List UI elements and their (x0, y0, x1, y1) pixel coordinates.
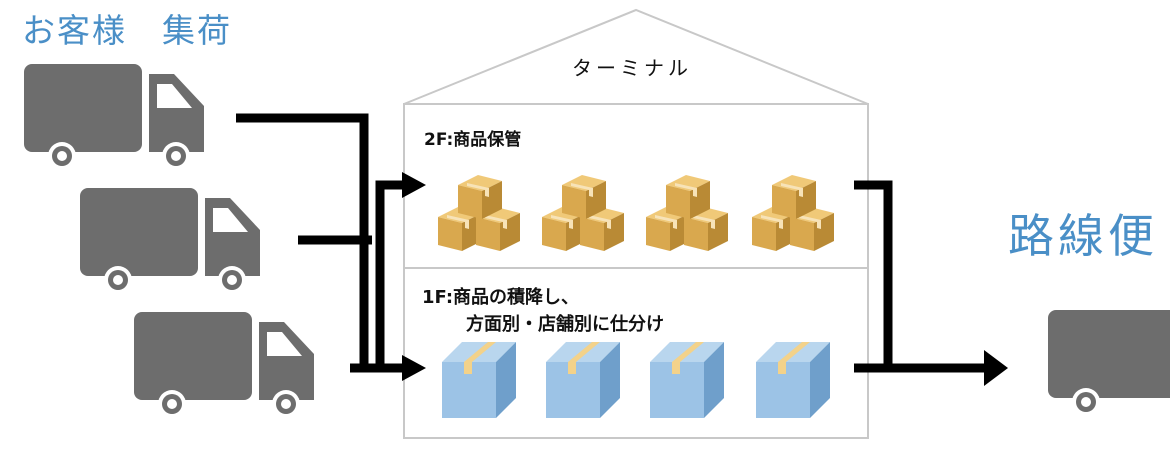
blue-parcel-icon (442, 342, 516, 418)
terminal-building (403, 8, 869, 439)
floor1-label-line2: 方面別・店舗別に仕分け (466, 314, 664, 335)
arrow-right-icon (402, 355, 426, 381)
arrow-icon (236, 113, 408, 373)
truck-icon (24, 64, 204, 170)
floor2-label: 2F:商品保管 (424, 130, 522, 150)
blue-parcel-icon (650, 342, 724, 418)
arrow-icon (854, 180, 985, 373)
arrow-right-icon (402, 172, 426, 198)
truck-icon (1048, 310, 1170, 416)
blue-parcel-icon (546, 342, 620, 418)
truck-icon (80, 188, 260, 294)
arrow-right-icon (984, 350, 1008, 386)
cardboard-box-stack-icon (542, 175, 624, 251)
truck-icon (134, 312, 314, 418)
route-delivery-label: 路線便 (1008, 209, 1158, 263)
cardboard-box-stack-icon (752, 175, 834, 251)
blue-parcel-icon (756, 342, 830, 418)
cardboard-box-stack-icon (646, 175, 728, 251)
terminal-title: ターミナル (572, 56, 692, 80)
floor1-label-line1: 1F:商品の積降し、 (422, 287, 580, 308)
customer-pickup-label: お客様 集荷 (22, 11, 232, 50)
cardboard-box-stack-icon (438, 175, 520, 251)
